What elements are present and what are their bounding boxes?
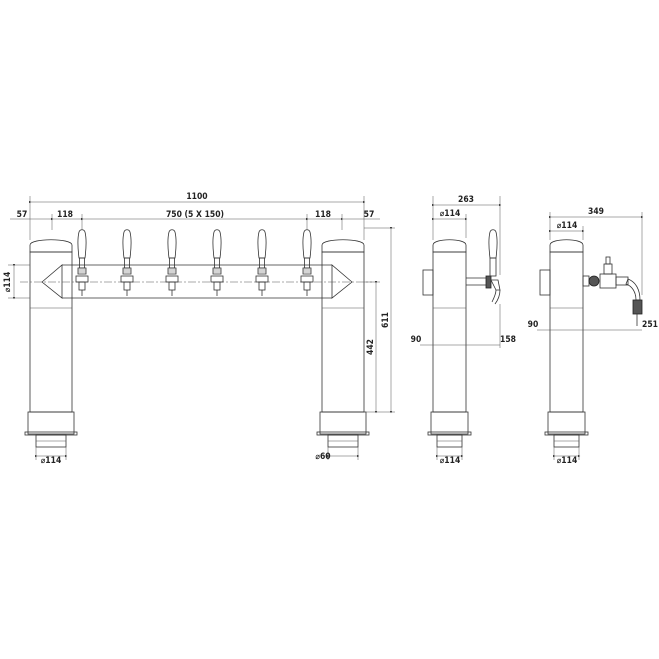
side-view-1: 263 ⌀114 90 158 ⌀114 — [411, 195, 516, 466]
tap-3 — [165, 229, 179, 297]
dim-tap-offset-right: 118 — [315, 210, 331, 220]
dim-tap-offset-left: 118 — [57, 210, 73, 220]
left-column — [24, 239, 78, 448]
side-view-2: 349 ⌀114 90 251 ⌀114 — [528, 207, 658, 466]
dim-overall-width: 1100 — [186, 192, 207, 202]
tap-4 — [210, 229, 224, 297]
tap-2 — [120, 229, 134, 297]
dim-tap-spacing: 750 (5 X 150) — [166, 210, 224, 220]
dim-total-height: 611 — [381, 312, 391, 328]
dim-side-offset-right: 57 — [364, 210, 375, 220]
dim-height-to-taps: 442 — [366, 339, 376, 355]
side2-dim-tap-height: 90 — [528, 320, 539, 330]
dim-side-offset-left: 57 — [17, 210, 28, 220]
dim-base-diameter-left: ⌀114 — [41, 456, 62, 466]
side-tap-2 — [582, 256, 643, 326]
tap-6 — [300, 229, 314, 297]
side1-dim-column-diameter: ⌀114 — [440, 209, 461, 219]
front-dimensions: 1100 57 118 750 (5 X 150) 118 57 — [3, 192, 395, 466]
side-tap-1 — [466, 229, 501, 305]
tap-bar — [20, 264, 372, 299]
dim-base-diameter-right: ⌀60 — [315, 452, 330, 462]
taps — [75, 229, 314, 297]
side2-dim-depth: 349 — [588, 207, 604, 217]
side2-dim-tap-reach: 251 — [642, 320, 658, 330]
side1-dim-tap-height: 90 — [411, 335, 422, 345]
right-column — [316, 239, 370, 448]
side2-dim-column-diameter: ⌀114 — [557, 221, 578, 231]
side1-dim-base-diameter: ⌀114 — [440, 456, 461, 466]
side1-dim-tap-reach: 158 — [500, 335, 516, 345]
front-view: 1100 57 118 750 (5 X 150) 118 57 — [3, 192, 395, 466]
tap-1 — [75, 229, 89, 297]
dim-column-diameter: ⌀114 — [3, 272, 13, 293]
side2-dim-base-diameter: ⌀114 — [557, 456, 578, 466]
side1-dim-depth: 263 — [458, 195, 474, 205]
tap-5 — [255, 229, 269, 297]
